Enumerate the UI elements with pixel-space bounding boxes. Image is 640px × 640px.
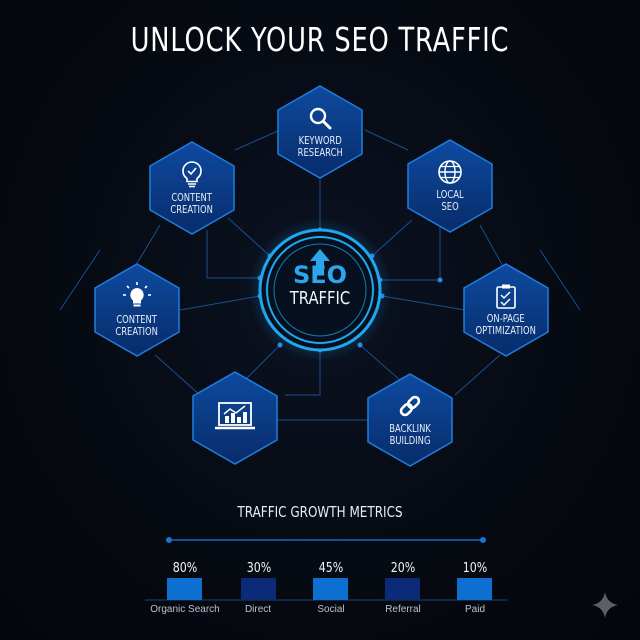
bar-value-organic-search: 80% — [172, 561, 198, 576]
node-label: ON-PAGE OPTIMIZATION — [475, 313, 537, 337]
bar-social — [313, 578, 348, 600]
page-title: UNLOCK YOUR SEO TRAFFIC — [130, 20, 510, 59]
hexagon-shape — [149, 141, 235, 235]
node-content-creation-left[interactable]: CONTENT CREATION — [93, 262, 181, 358]
node-local-seo[interactable]: LOCAL SEO — [406, 138, 494, 234]
node-label: KEYWORD RESEARCH — [297, 135, 343, 159]
node-content-creation-top[interactable]: CONTENT CREATION — [148, 140, 236, 236]
laptop-chart-icon — [215, 402, 255, 430]
globe-icon — [438, 160, 462, 184]
bar-referral — [385, 578, 420, 600]
node-label: LOCAL SEO — [436, 189, 464, 213]
search-icon — [309, 107, 332, 130]
bar-organic-search — [167, 578, 202, 600]
node-backlink-building[interactable]: BACKLINK BUILDING — [366, 372, 454, 468]
node-on-page-optimization[interactable]: ON-PAGE OPTIMIZATION — [462, 262, 550, 358]
bar-direct — [241, 578, 276, 600]
hexagon-shape — [367, 373, 453, 467]
bar-value-referral: 20% — [390, 561, 416, 576]
node-analytics[interactable] — [191, 370, 279, 466]
hexagon-shape — [463, 263, 549, 357]
bar-paid — [457, 578, 492, 600]
bar-value-social: 45% — [318, 561, 344, 576]
bar-value-paid: 10% — [462, 561, 488, 576]
bar-category-paid: Paid — [464, 604, 485, 615]
node-keyword-research[interactable]: KEYWORD RESEARCH — [276, 84, 364, 180]
center-traffic-label: TRAFFIC — [289, 288, 351, 309]
center-seo-traffic: SEO TRAFFIC — [250, 262, 390, 310]
lightbulb-icon — [122, 282, 151, 307]
sparkle-icon — [592, 592, 618, 618]
hexagon-shape — [407, 139, 493, 233]
hexagon-shape — [277, 85, 363, 179]
lightbulb-check-icon — [182, 161, 202, 188]
bar-category-social: Social — [317, 604, 345, 615]
node-label: BACKLINK BUILDING — [389, 423, 431, 447]
center-seo-label: SEO — [292, 261, 348, 289]
node-label: CONTENT CREATION — [170, 192, 214, 216]
arrow-up-icon — [310, 249, 330, 273]
link-icon — [399, 395, 421, 417]
center-outer-ring — [258, 228, 382, 352]
bar-category-organic-search: Organic Search — [150, 604, 220, 615]
metrics-title: TRAFFIC GROWTH METRICS — [237, 503, 403, 521]
bar-value-direct: 30% — [246, 561, 272, 576]
node-label: CONTENT CREATION — [115, 314, 159, 338]
bar-category-referral: Referral — [385, 604, 421, 615]
clipboard-check-icon — [496, 284, 516, 309]
bar-category-direct: Direct — [244, 604, 272, 615]
hexagon-shape — [94, 263, 180, 357]
